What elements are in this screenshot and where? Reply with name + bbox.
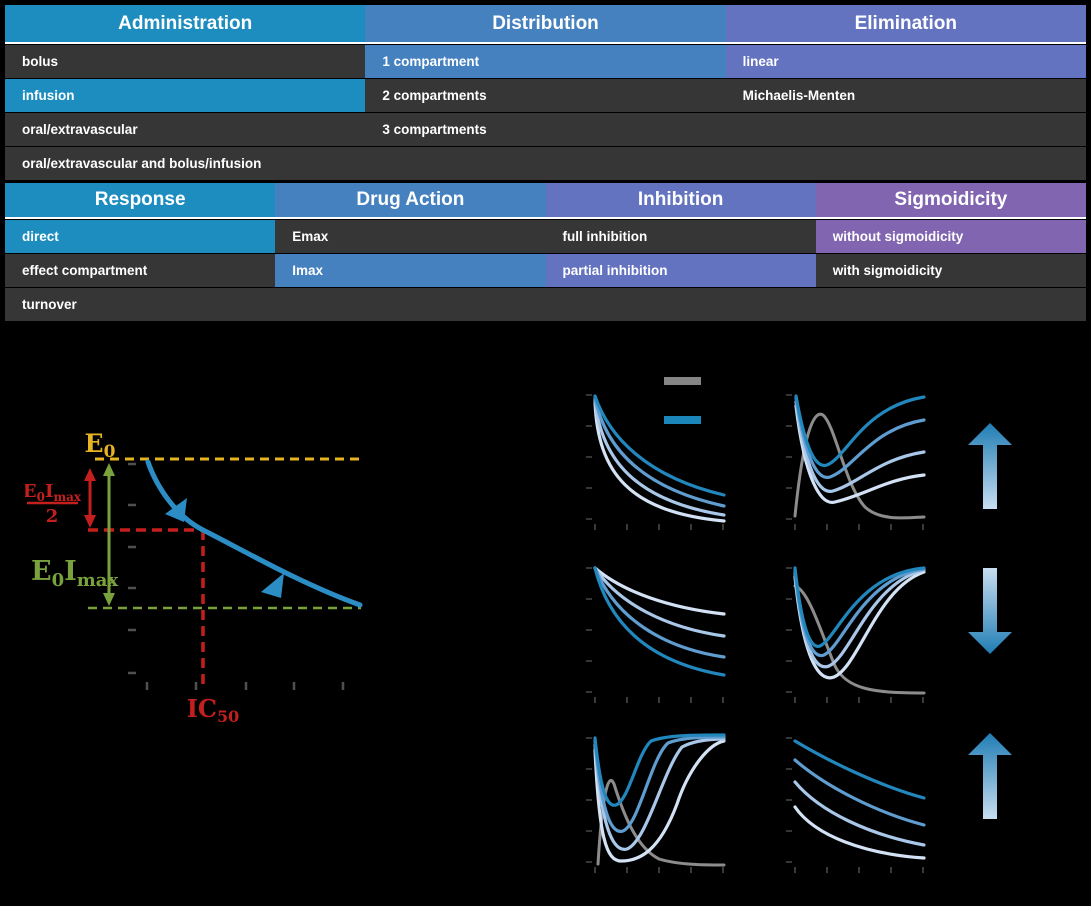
pkpd-panel-r2c2 xyxy=(785,566,926,704)
trend-arrow-up-row3 xyxy=(968,733,1012,819)
option-1-compartment[interactable]: 1 compartment xyxy=(365,45,726,78)
axis-ticks xyxy=(128,462,345,690)
option-infusion[interactable]: infusion xyxy=(5,79,366,112)
pkpd-panel-r3c2 xyxy=(785,737,926,874)
header-separator xyxy=(5,42,1086,44)
option-oral-extravascular[interactable]: oral/extravascular xyxy=(5,113,366,146)
header-separator xyxy=(5,217,1086,219)
legend-swatch-blue xyxy=(664,416,701,424)
column-header-administration: Administration xyxy=(5,5,366,42)
svg-text:2: 2 xyxy=(46,506,59,527)
option-imax[interactable]: Imax xyxy=(275,254,546,287)
option-partial-inhibition[interactable]: partial inhibition xyxy=(545,254,816,287)
option-michaelis-menten[interactable]: Michaelis-Menten xyxy=(725,79,1086,112)
curve-arrowhead-2 xyxy=(261,573,284,598)
option-full-inhibition[interactable]: full inhibition xyxy=(545,220,816,253)
option-direct[interactable]: direct xyxy=(5,220,276,253)
table-row: oral/extravascular and bolus/infusion xyxy=(5,147,1086,180)
column-header-sigmoidicity: Sigmoidicity xyxy=(815,183,1086,217)
empty-cell xyxy=(815,288,1086,321)
option-effect-compartment[interactable]: effect compartment xyxy=(5,254,276,287)
option-with-sigmoidicity[interactable]: with sigmoidicity xyxy=(815,254,1086,287)
half-inhibition-span-arrow xyxy=(84,468,96,528)
option-linear[interactable]: linear xyxy=(725,45,1086,78)
trend-arrow-up-row1 xyxy=(968,423,1012,509)
pkpd-panel-r2c1 xyxy=(585,566,726,704)
option-2-compartments[interactable]: 2 compartments xyxy=(365,79,726,112)
empty-cell xyxy=(365,147,726,180)
svg-text:E0Imax: E0Imax xyxy=(25,481,82,504)
column-header-response: Response xyxy=(5,183,276,217)
option-bolus[interactable]: bolus xyxy=(5,45,366,78)
option-oral-extravascular-and-bolus-infusion[interactable]: oral/extravascular and bolus/infusion xyxy=(5,147,366,180)
e0-label: E0 xyxy=(85,429,116,462)
empty-cell xyxy=(545,288,816,321)
pkpd-panel-r1c2 xyxy=(785,394,926,531)
full-inhibition-span-arrow xyxy=(103,463,115,606)
empty-cell xyxy=(725,113,1086,146)
empty-cell xyxy=(725,147,1086,180)
column-header-elimination: Elimination xyxy=(725,5,1086,42)
pkpd-panel-r3c1 xyxy=(585,733,726,874)
trend-arrow-down-row2 xyxy=(968,568,1012,654)
option-without-sigmoidicity[interactable]: without sigmoidicity xyxy=(815,220,1086,253)
e0imax-label: E0Imax xyxy=(31,556,118,591)
ic50-label: IC50 xyxy=(187,694,240,726)
column-header-inhibition: Inhibition xyxy=(545,183,816,217)
legend-swatch-gray xyxy=(664,377,701,385)
option-3-compartments[interactable]: 3 compartments xyxy=(365,113,726,146)
imax-concentration-effect-plot: E0 E0Imax 2 E0Imax IC50 xyxy=(25,429,363,726)
pkpd-panel-r1c1 xyxy=(585,394,726,531)
imax-effect-curve xyxy=(145,459,363,608)
table-row: turnover xyxy=(5,288,1086,321)
e0imax-half-fraction-label: E0Imax 2 xyxy=(25,481,82,527)
empty-cell xyxy=(275,288,546,321)
curve-arrowhead-1 xyxy=(165,498,187,522)
column-header-drug-action: Drug Action xyxy=(275,183,546,217)
option-turnover[interactable]: turnover xyxy=(5,288,276,321)
option-emax[interactable]: Emax xyxy=(275,220,546,253)
column-header-distribution: Distribution xyxy=(365,5,726,42)
